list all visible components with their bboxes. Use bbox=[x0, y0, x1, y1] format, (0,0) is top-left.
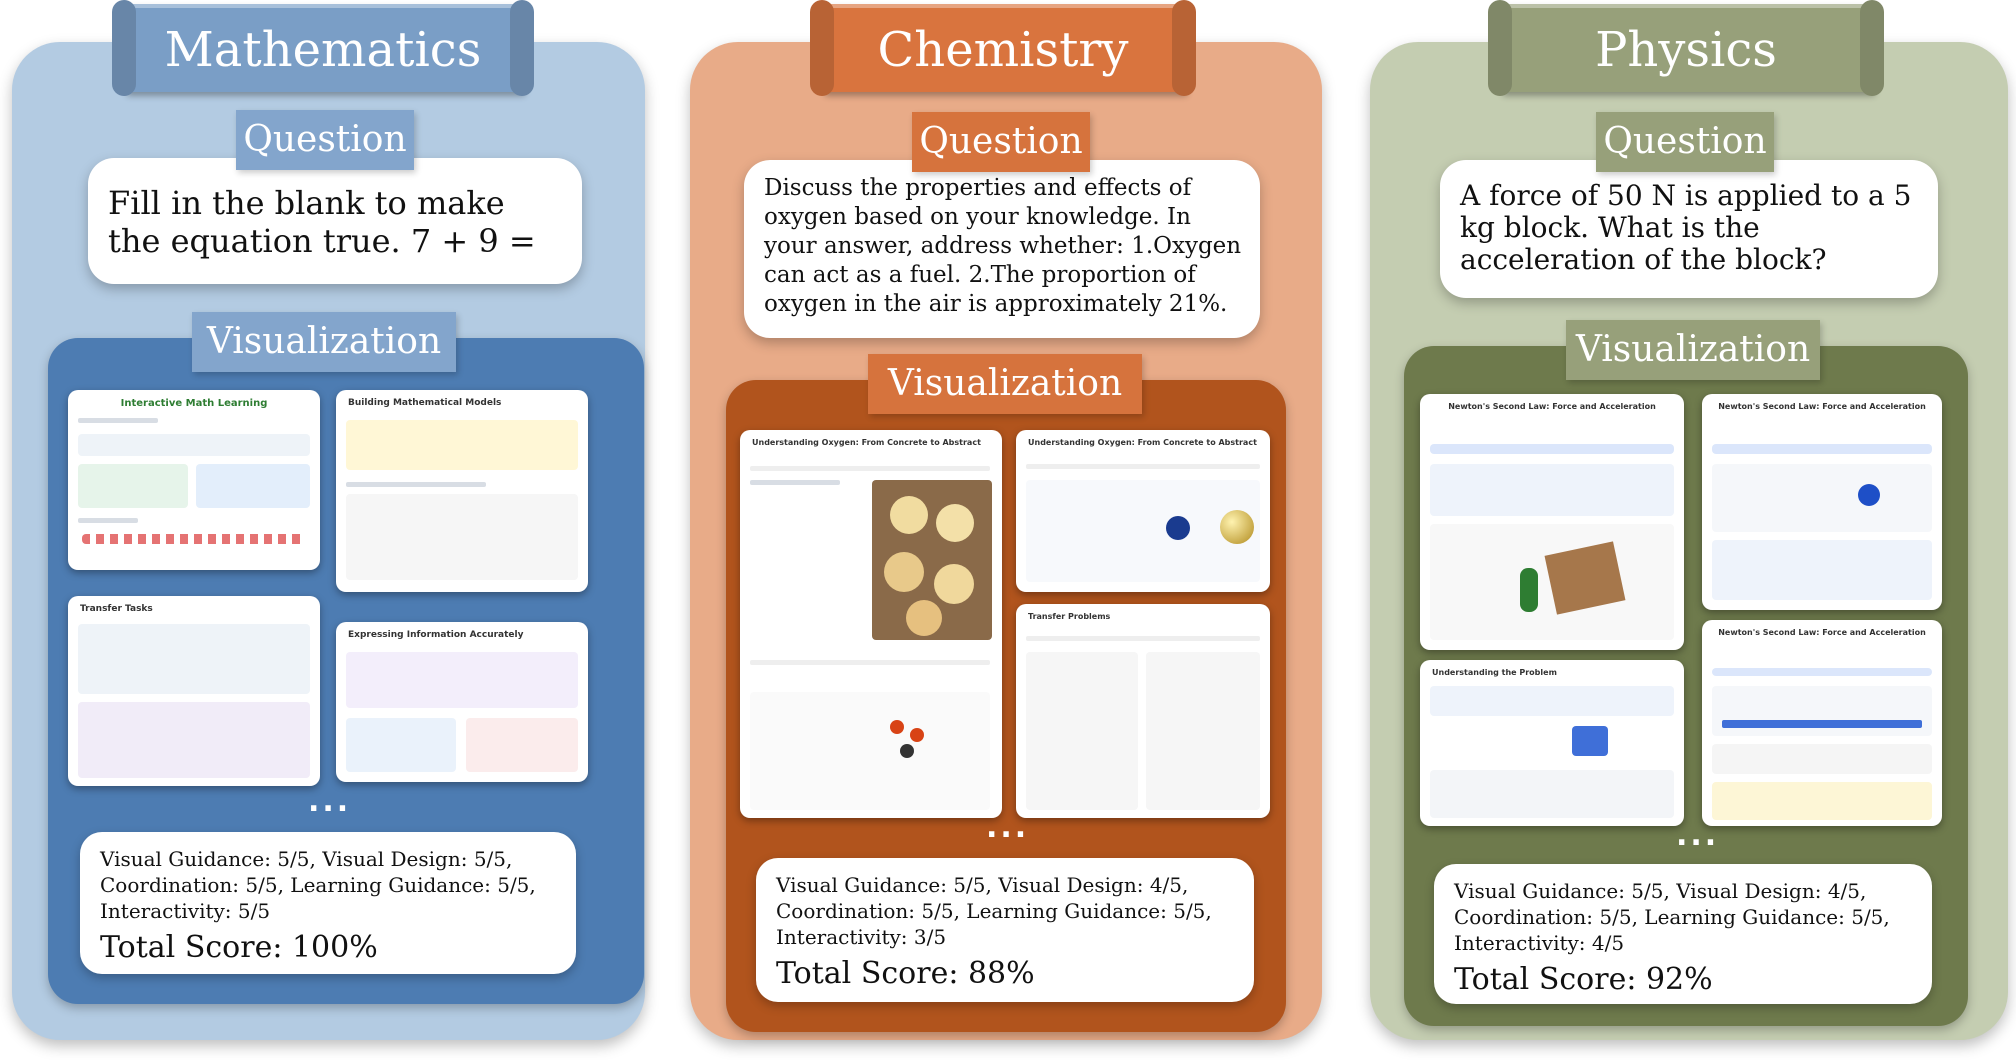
math-banner: Mathematics bbox=[124, 4, 522, 92]
chem-question-box: Discuss the properties and effects of ox… bbox=[744, 160, 1260, 338]
math-screenshot-4: Expressing Information Accurately bbox=[336, 622, 588, 782]
phys-screenshot-title: Newton's Second Law: Force and Accelerat… bbox=[1718, 628, 1926, 637]
chem-ellipsis: ... bbox=[986, 810, 1030, 845]
math-screenshot-1: Interactive Math Learning bbox=[68, 390, 320, 570]
chem-screenshot-title: Transfer Problems bbox=[1028, 612, 1111, 621]
phys-question-tag: Question bbox=[1596, 112, 1774, 172]
phys-question-text: A force of 50 N is applied to a 5 kg blo… bbox=[1460, 179, 1912, 276]
math-screenshot-title: Transfer Tasks bbox=[80, 604, 153, 614]
chem-visualization-tag: Visualization bbox=[868, 354, 1142, 414]
math-question-box: Fill in the blank to make the equation t… bbox=[88, 158, 582, 284]
phys-screenshot-3: Understanding the Problem bbox=[1420, 660, 1684, 826]
chem-screenshot-title: Understanding Oxygen: From Concrete to A… bbox=[752, 438, 981, 447]
phys-banner: Physics bbox=[1500, 4, 1872, 92]
phys-score-box: Visual Guidance: 5/5, Visual Design: 4/5… bbox=[1434, 864, 1932, 1004]
math-visualization-tag: Visualization bbox=[192, 312, 456, 372]
phys-screenshot-1: Newton's Second Law: Force and Accelerat… bbox=[1420, 394, 1684, 650]
phys-screenshot-4: Newton's Second Law: Force and Accelerat… bbox=[1702, 620, 1942, 826]
phys-ellipsis: ... bbox=[1676, 818, 1720, 853]
chem-total-score: Total Score: 88% bbox=[776, 956, 1035, 991]
phys-screenshot-title: Newton's Second Law: Force and Accelerat… bbox=[1448, 402, 1656, 411]
chem-score-box: Visual Guidance: 5/5, Visual Design: 4/5… bbox=[756, 858, 1254, 1002]
chem-banner: Chemistry bbox=[822, 4, 1184, 92]
phys-screenshot-2: Newton's Second Law: Force and Accelerat… bbox=[1702, 394, 1942, 610]
math-total-score: Total Score: 100% bbox=[100, 930, 378, 965]
math-score-box: Visual Guidance: 5/5, Visual Design: 5/5… bbox=[80, 832, 576, 974]
math-screenshot-title: Interactive Math Learning bbox=[120, 398, 268, 409]
chem-question-tag: Question bbox=[912, 112, 1090, 172]
math-question-text: Fill in the blank to make the equation t… bbox=[108, 184, 536, 260]
math-question-tag: Question bbox=[236, 110, 414, 170]
math-ellipsis: ... bbox=[308, 784, 352, 819]
math-metrics: Visual Guidance: 5/5, Visual Design: 5/5… bbox=[100, 847, 536, 923]
chem-screenshot-title: Understanding Oxygen: From Concrete to A… bbox=[1028, 438, 1257, 447]
math-screenshot-3: Transfer Tasks bbox=[68, 596, 320, 786]
chem-metrics: Visual Guidance: 5/5, Visual Design: 4/5… bbox=[776, 873, 1212, 949]
math-screenshot-title: Building Mathematical Models bbox=[348, 398, 502, 408]
chem-question-text: Discuss the properties and effects of ox… bbox=[764, 175, 1242, 317]
phys-total-score: Total Score: 92% bbox=[1454, 962, 1713, 997]
phys-screenshot-title: Understanding the Problem bbox=[1432, 668, 1557, 677]
phys-visualization-tag: Visualization bbox=[1566, 320, 1820, 380]
chem-screenshot-3: Transfer Problems bbox=[1016, 604, 1270, 818]
phys-question-box: A force of 50 N is applied to a 5 kg blo… bbox=[1440, 160, 1938, 298]
phys-screenshot-title: Newton's Second Law: Force and Accelerat… bbox=[1718, 402, 1926, 411]
math-screenshot-title: Expressing Information Accurately bbox=[348, 630, 524, 640]
phys-metrics: Visual Guidance: 5/5, Visual Design: 4/5… bbox=[1454, 879, 1890, 955]
chem-screenshot-1: Understanding Oxygen: From Concrete to A… bbox=[740, 430, 1002, 818]
chem-screenshot-2: Understanding Oxygen: From Concrete to A… bbox=[1016, 430, 1270, 592]
math-screenshot-2: Building Mathematical Models bbox=[336, 390, 588, 592]
